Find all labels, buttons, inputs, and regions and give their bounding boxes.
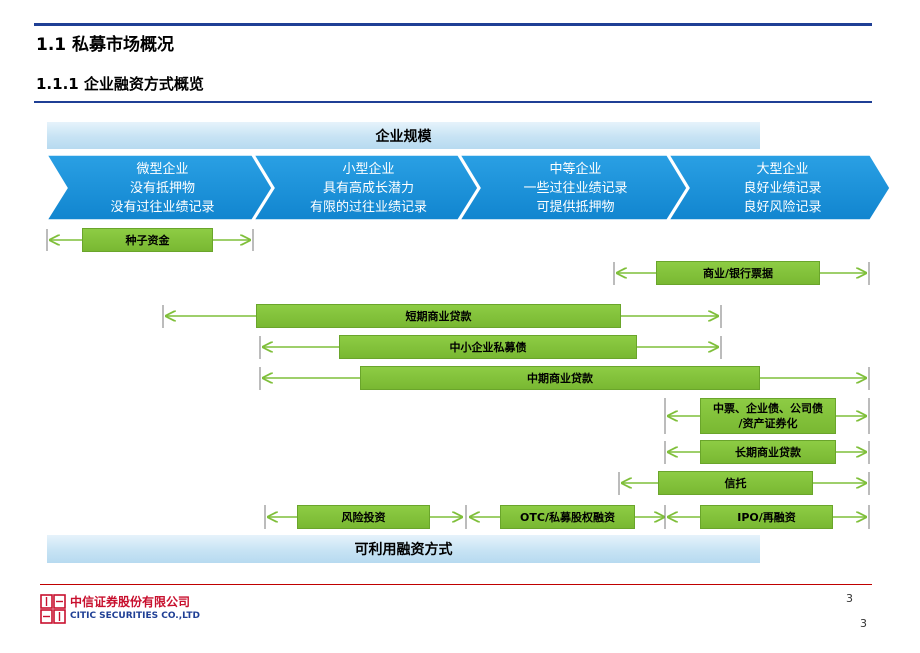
financing-otc-label: OTC/私募股权融资 [520, 510, 615, 524]
financing-sme-bond-label: 中小企业私募债 [449, 340, 527, 354]
financing-long-loan: 长期商业贷款 [700, 440, 836, 464]
stage-chevrons [45, 154, 891, 221]
page-number-inner: 3 [846, 592, 853, 605]
stage-large-desc1: 良好业绩记录 [743, 180, 822, 196]
stage-small-name: 小型企业 [342, 161, 395, 177]
financing-ipo: IPO/再融资 [700, 505, 833, 529]
stage-chevron-micro [45, 154, 273, 221]
financing-methods-label: 可利用融资方式 [354, 542, 453, 558]
enterprise-scale-band: 企业规模 [47, 122, 760, 149]
financing-trust: 信托 [658, 471, 813, 495]
logo-company-en: CITIC SECURITIES CO.,LTD [70, 611, 201, 621]
financing-seed: 种子资金 [82, 228, 213, 252]
stage-chevron-large [667, 154, 891, 221]
enterprise-scale-label: 企业规模 [375, 128, 432, 145]
financing-short-loan: 短期商业贷款 [256, 304, 621, 328]
stage-micro-desc2: 没有过往业绩记录 [110, 199, 215, 215]
stage-medium: 中等企业 一些过往业绩记录 可提供抵押物 [482, 157, 669, 219]
stage-chevron-small [252, 154, 479, 221]
stage-small: 小型企业 具有高成长潜力 有限的过往业绩记录 [276, 157, 461, 219]
section-title: 1.1 私募市场概况 [36, 35, 175, 55]
financing-vc-label: 风险投资 [341, 510, 386, 524]
top-rule [34, 23, 872, 26]
financing-notes: 中票、企业债、公司债 /资产证券化 [700, 398, 836, 434]
financing-trust-label: 信托 [724, 476, 747, 490]
financing-bill-label: 商业/银行票据 [702, 266, 774, 280]
financing-methods-band: 可利用融资方式 [47, 535, 760, 563]
stage-large: 大型企业 良好业绩记录 良好风险记录 [691, 157, 874, 219]
stage-micro: 微型企业 没有抵押物 没有过往业绩记录 [70, 157, 255, 219]
stage-medium-name: 中等企业 [549, 161, 602, 177]
financing-long-loan-label: 长期商业贷款 [735, 445, 801, 459]
financing-sme-bond: 中小企业私募债 [339, 335, 637, 359]
logo-company-cn: 中信证券股份有限公司 [70, 595, 191, 609]
financing-mid-loan-label: 中期商业贷款 [527, 371, 593, 385]
citic-logo-icon [40, 594, 66, 624]
stage-micro-desc1: 没有抵押物 [129, 180, 195, 196]
subsection-title: 1.1.1 企业融资方式概览 [36, 75, 204, 93]
stage-chevron-medium [458, 154, 688, 221]
stage-micro-name: 微型企业 [136, 161, 189, 177]
financing-otc: OTC/私募股权融资 [500, 505, 635, 529]
stage-large-name: 大型企业 [756, 161, 809, 177]
financing-ipo-label: IPO/再融资 [737, 510, 796, 524]
page-number-outer: 3 [860, 617, 867, 630]
financing-vc: 风险投资 [297, 505, 430, 529]
stage-medium-desc1: 一些过往业绩记录 [523, 180, 628, 196]
financing-short-loan-label: 短期商业贷款 [405, 309, 472, 323]
stage-large-desc2: 良好风险记录 [743, 199, 822, 215]
stage-medium-desc2: 可提供抵押物 [536, 199, 615, 215]
financing-notes-label-2: /资产证券化 [738, 417, 798, 430]
financing-mid-loan: 中期商业贷款 [360, 366, 760, 390]
stage-small-desc2: 有限的过往业绩记录 [309, 199, 427, 215]
financing-seed-label: 种子资金 [125, 233, 170, 247]
stage-small-desc1: 具有高成长潜力 [322, 180, 414, 196]
header-rule [34, 101, 872, 103]
financing-bill: 商业/银行票据 [656, 261, 820, 285]
financing-notes-label-1: 中票、企业债、公司债 [713, 402, 823, 415]
footer-rule [40, 584, 872, 585]
